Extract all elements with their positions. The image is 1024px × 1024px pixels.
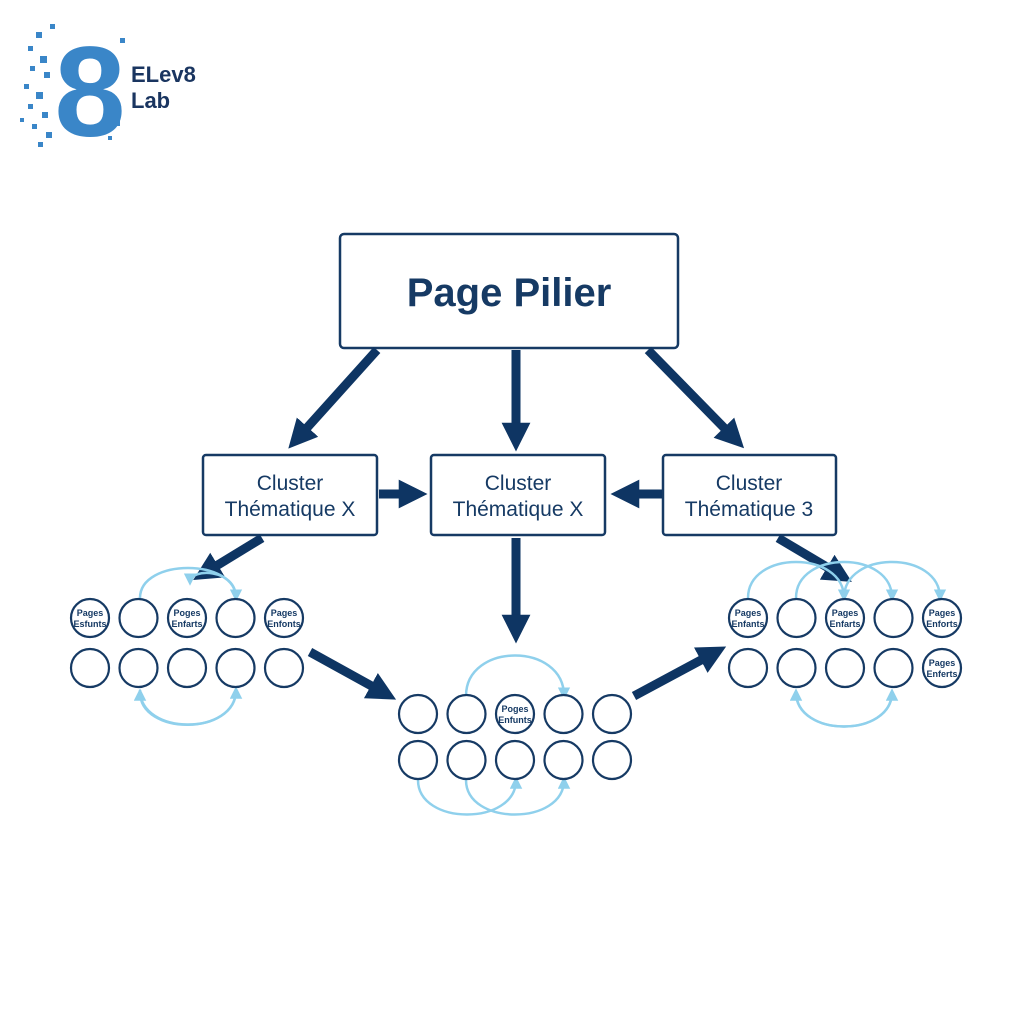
child-page-label: Enfarts — [829, 619, 860, 629]
child-page-label: Enfunts — [498, 715, 532, 725]
child-page-node — [215, 647, 256, 689]
child-page-label: Enferts — [926, 669, 957, 679]
child-page-label: Esfunts — [73, 619, 106, 629]
child-page-label: Poges — [173, 608, 200, 618]
child-page-node — [263, 647, 305, 689]
child-page-label: Pages — [271, 608, 298, 618]
cluster-right-line2: Thématique 3 — [685, 498, 813, 521]
arrow-cluster-right-to-children — [775, 534, 852, 582]
cluster-box-right: Cluster Thématique 3 — [661, 453, 838, 537]
child-page-node — [118, 597, 159, 639]
arrow-center-children-to-right-children — [631, 646, 727, 700]
child-page-node — [921, 647, 963, 689]
child-page-node — [446, 693, 487, 735]
child-page-node — [118, 647, 159, 689]
child-page-node — [776, 647, 817, 689]
child-page-label: Enfonts — [267, 619, 301, 629]
loops-center-group — [416, 654, 571, 816]
child-page-node — [397, 739, 439, 781]
child-page-node — [69, 597, 111, 639]
cluster-box-left: Cluster Thématique X — [201, 453, 379, 537]
cluster-right-line1: Cluster — [716, 472, 783, 495]
cluster-box-center: Cluster Thématique X — [429, 453, 607, 537]
cluster-center-line1: Cluster — [485, 472, 552, 495]
child-page-node — [543, 693, 584, 735]
child-page-label: Pages — [929, 658, 956, 668]
child-page-node — [494, 693, 536, 735]
child-page-node — [591, 739, 633, 781]
arrow-pillar-to-cluster-left — [288, 346, 381, 449]
child-page-label: Pages — [929, 608, 956, 618]
logo: 8 ELev8 Lab — [20, 21, 196, 164]
arrow-left-children-to-center-children — [307, 648, 397, 700]
logo-mark: 8 — [54, 21, 125, 164]
child-page-node — [543, 739, 584, 781]
child-page-label: Poges — [501, 704, 528, 714]
loops-left-group — [133, 566, 243, 726]
loops-right-group — [746, 560, 947, 728]
child-page-node — [824, 597, 866, 639]
child-page-node — [494, 739, 536, 781]
arrow-pillar-to-cluster-right — [644, 346, 745, 449]
child-page-label: Enfants — [731, 619, 764, 629]
child-page-label: Enforts — [926, 619, 958, 629]
cluster-left-line2: Thématique X — [225, 498, 356, 521]
child-page-node — [446, 739, 487, 781]
child-page-label: Pages — [735, 608, 762, 618]
child-page-node — [727, 647, 769, 689]
child-page-label: Enfarts — [171, 619, 202, 629]
child-page-node — [263, 597, 305, 639]
child-page-node — [166, 647, 208, 689]
cluster-center-line2: Thématique X — [453, 498, 584, 521]
child-page-node — [69, 647, 111, 689]
child-page-node — [873, 647, 914, 689]
logo-text-line2: Lab — [131, 88, 170, 113]
logo-text-line1: ELev8 — [131, 62, 196, 87]
child-page-node — [921, 597, 963, 639]
child-group-right: PagesEnfantsPagesEnfartsPagesEnfortsPage… — [727, 597, 963, 689]
child-page-node — [776, 597, 817, 639]
pillar-box: Page Pilier — [338, 232, 680, 350]
child-page-node — [397, 693, 439, 735]
child-page-node — [873, 597, 914, 639]
cluster-left-line1: Cluster — [257, 472, 324, 495]
arrow-cluster-left-to-children — [193, 534, 265, 581]
logo-pixel-scatter — [20, 24, 125, 147]
child-page-node — [727, 597, 769, 639]
child-page-node — [824, 647, 866, 689]
child-page-label: Pages — [832, 608, 859, 618]
child-page-node — [591, 693, 633, 735]
child-page-node — [166, 597, 208, 639]
child-page-label: Pages — [77, 608, 104, 618]
child-page-node — [215, 597, 256, 639]
pillar-label: Page Pilier — [407, 271, 612, 315]
